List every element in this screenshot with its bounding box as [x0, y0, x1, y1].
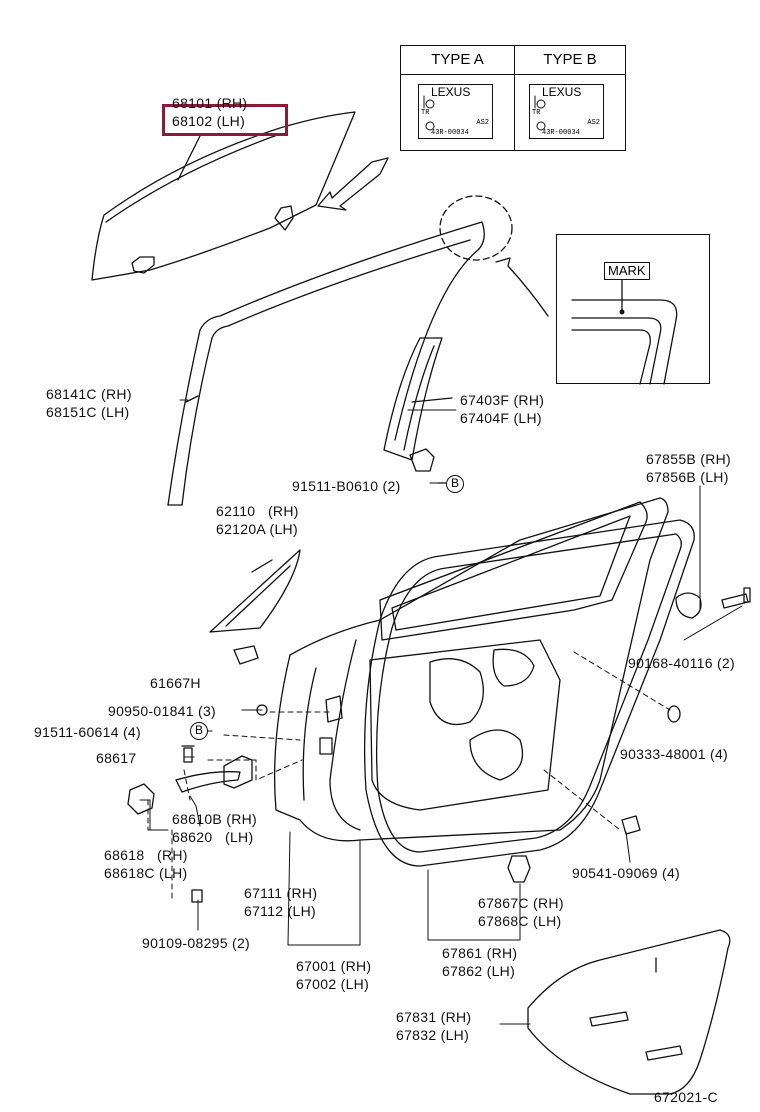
part-bolt-60614[interactable]: 91511-60614 (4): [34, 724, 141, 740]
part-panel-lh[interactable]: 67112 (LH): [244, 903, 317, 919]
stamp-glyphs: [423, 95, 546, 131]
part-sheet[interactable]: 67831 (RH) 67832 (LH): [396, 1008, 471, 1044]
part-plug-48001[interactable]: 90333-48001 (4): [620, 746, 729, 762]
part-hinge[interactable]: 68618 (RH) 68618C (LH): [104, 846, 188, 882]
clip-67855b-drawing: [675, 592, 702, 619]
part-glass-rh[interactable]: 68101 (RH): [172, 95, 248, 111]
type-a-header: TYPE A: [401, 46, 514, 75]
part-bolt-40116[interactable]: 90168-40116 (2): [628, 655, 735, 671]
part-cover-rh[interactable]: 62110 (RH): [216, 503, 299, 519]
clip-09069-drawing: [621, 815, 641, 835]
stamp-b-code: 43R-00034: [542, 129, 580, 137]
part-sheet-rh[interactable]: 67831 (RH): [396, 1009, 472, 1025]
type-b-header: TYPE B: [515, 46, 625, 75]
part-weatherstrip-upper[interactable]: 67855B (RH) 67856B (LH): [646, 450, 731, 486]
part-run-rh[interactable]: 68141C (RH): [46, 386, 132, 402]
run-channel-drawing: [167, 221, 485, 506]
part-glass[interactable]: 68101 (RH) 68102 (LH): [172, 94, 247, 130]
pin-68617-drawing: [181, 745, 195, 763]
part-check[interactable]: 68610B (RH) 68620 (LH): [172, 810, 257, 846]
part-frame[interactable]: 67403F (RH) 67404F (LH): [460, 391, 544, 427]
mark-detail-drawing: [571, 279, 678, 385]
part-glass-lh[interactable]: 68102 (LH): [172, 113, 246, 129]
b-marker-2: B: [190, 722, 208, 740]
part-door-rh[interactable]: 67001 (RH): [296, 958, 372, 974]
part-door[interactable]: 67001 (RH) 67002 (LH): [296, 957, 371, 993]
part-frame-rh[interactable]: 67403F (RH): [460, 392, 545, 408]
stamp-b-tr: TR: [532, 109, 541, 117]
part-clip-c-rh[interactable]: 67867C (RH): [478, 895, 564, 911]
part-weather-rh[interactable]: 67855B (RH): [646, 451, 732, 467]
part-ws-lh[interactable]: 67862 (LH): [442, 963, 516, 979]
type-box: TYPE A TYPE B LEXUS TR AS2 43R-00034 LEX…: [400, 45, 626, 151]
service-hole-cover-drawing: [527, 929, 731, 1095]
leader-lines: [139, 399, 743, 1025]
stamp-type-b: LEXUS TR AS2 43R-00034: [529, 84, 604, 139]
corner-cover-drawing: [209, 549, 301, 633]
part-hinge-lh[interactable]: 68618C (LH): [104, 865, 188, 881]
part-ws-rh[interactable]: 67861 (RH): [442, 945, 518, 961]
mark-label: MARK: [604, 262, 650, 280]
part-pin-68617[interactable]: 68617: [96, 750, 137, 766]
clip-61667-drawing: [233, 645, 259, 665]
part-run-channel[interactable]: 68141C (RH) 68151C (LH): [46, 385, 132, 421]
diagram-id: 672021-C: [654, 1089, 718, 1105]
type-separator: [514, 46, 515, 150]
stamp-b-brand: LEXUS: [542, 85, 582, 99]
part-sheet-lh[interactable]: 67832 (LH): [396, 1027, 470, 1043]
stamp-a-code: 43R-00034: [431, 129, 469, 137]
part-clip-61667[interactable]: 61667H: [150, 675, 201, 691]
stamp-a-mark: AS2: [476, 119, 489, 127]
glass-arrow: [317, 157, 389, 211]
b-marker-1: B: [446, 475, 464, 493]
part-clip-c[interactable]: 67867C (RH) 67868C (LH): [478, 894, 564, 930]
door-glass-drawing: [91, 111, 356, 281]
door-panel-drawing: [273, 497, 669, 842]
stamp-a-brand: LEXUS: [431, 85, 471, 99]
stamp-a-tr: TR: [421, 109, 430, 117]
weatherstrip-drawing: [363, 519, 695, 867]
part-check-rh[interactable]: 68610B (RH): [172, 811, 258, 827]
clip-67867c-drawing: [507, 855, 531, 883]
stamp-b-mark: AS2: [587, 119, 600, 127]
part-check-lh[interactable]: 68620 (LH): [172, 829, 254, 845]
mark-detail-box: [556, 234, 710, 384]
hinge-upper-drawing: [223, 755, 253, 789]
bolt-40116-drawing: [721, 587, 751, 609]
part-panel-rh[interactable]: 67111 (RH): [244, 885, 318, 901]
part-weatherstrip[interactable]: 67861 (RH) 67862 (LH): [442, 944, 517, 980]
dashed-leaders: [147, 651, 671, 901]
part-cover[interactable]: 62110 (RH) 62120A (LH): [216, 502, 299, 538]
selected-part-highlight: [162, 104, 288, 136]
part-clip-c-lh[interactable]: 67868C (LH): [478, 913, 562, 929]
part-bolt-08295[interactable]: 90109-08295 (2): [142, 935, 251, 951]
check-link-drawing: [175, 771, 241, 793]
part-bolt-b0610[interactable]: 91511-B0610 (2): [292, 478, 401, 494]
hinge-lower-drawing: [127, 783, 155, 815]
stamp-type-a: LEXUS TR AS2 43R-00034: [418, 84, 493, 139]
part-run-lh[interactable]: 68151C (LH): [46, 404, 130, 420]
part-frame-lh[interactable]: 67404F (LH): [460, 410, 542, 426]
part-weather-lh[interactable]: 67856B (LH): [646, 469, 729, 485]
part-hinge-rh[interactable]: 68618 (RH): [104, 847, 188, 863]
part-plug-01841[interactable]: 90950-01841 (3): [108, 703, 217, 719]
part-door-lh[interactable]: 67002 (LH): [296, 976, 370, 992]
part-clip-09069[interactable]: 90541-09069 (4): [572, 865, 681, 881]
part-panel[interactable]: 67111 (RH) 67112 (LH): [244, 884, 317, 920]
part-cover-lh[interactable]: 62120A (LH): [216, 521, 298, 537]
detail-arrow: [495, 257, 549, 317]
bolt-08295-drawing: [191, 889, 203, 903]
plug-48001-drawing: [667, 705, 681, 723]
